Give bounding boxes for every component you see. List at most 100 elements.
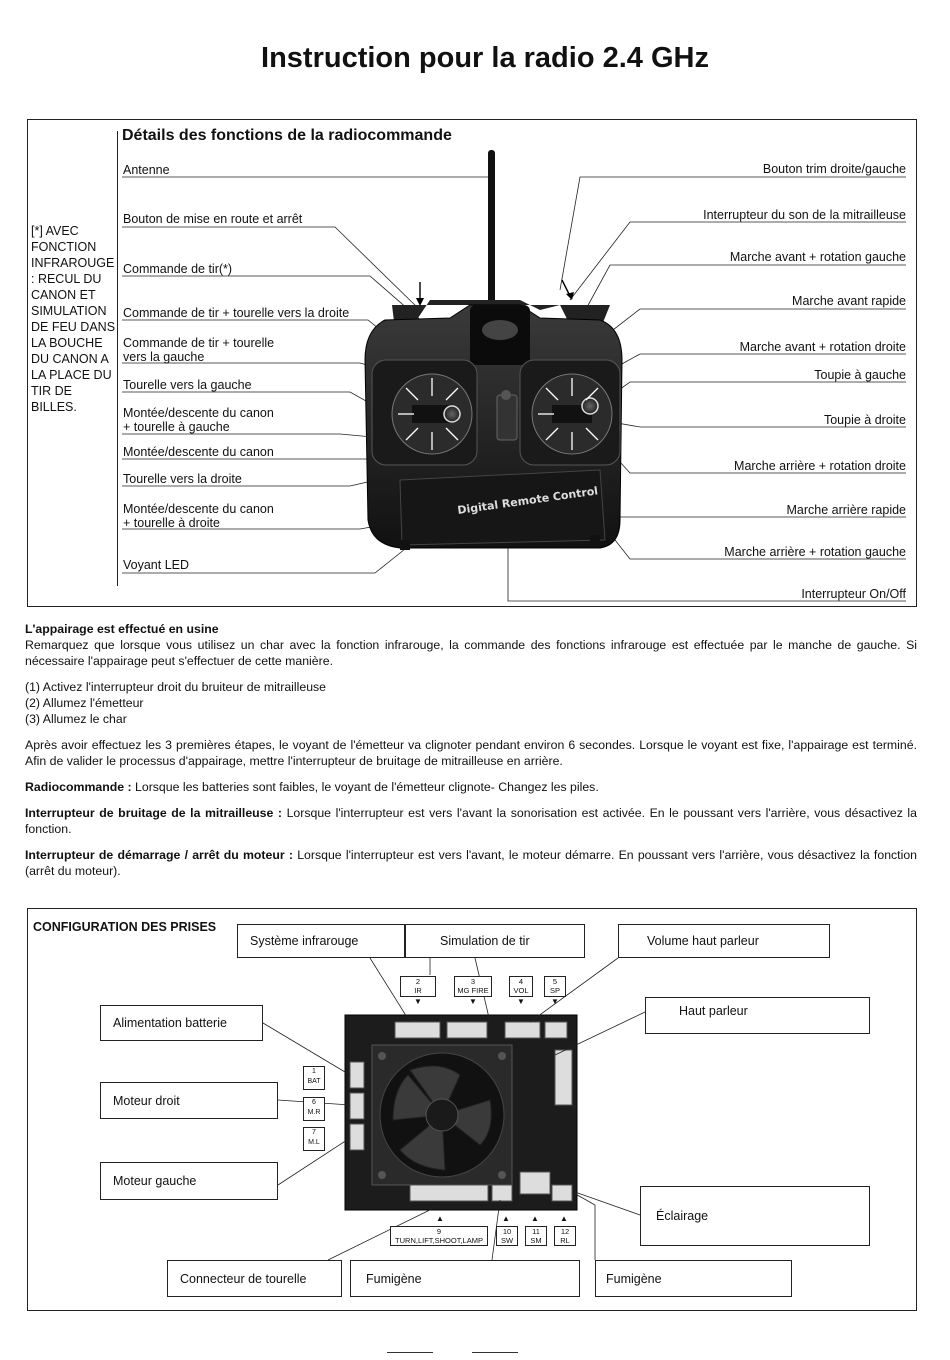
label-on-off: Interrupteur On/Off <box>801 587 906 601</box>
config-box <box>27 908 917 1311</box>
box-battery: Alimentation batterie <box>100 1005 263 1041</box>
box-speaker: Haut parleur <box>645 997 870 1034</box>
step-2: (2) Allumez l'émetteur <box>25 696 144 710</box>
remote-control-image: Digital Remote Control <box>364 150 623 550</box>
engine-text: Lorsque l'interrupteur est vers l'avant,… <box>25 848 918 878</box>
remote-details-box <box>27 119 917 607</box>
footer-rule <box>387 1352 433 1353</box>
box-smoke-2: Fumigène <box>595 1260 792 1297</box>
pin-number: 1 <box>312 1068 316 1075</box>
pin-number: 10 <box>502 1227 512 1236</box>
box-smoke-1: Fumigène <box>350 1260 580 1297</box>
config-leader-lines <box>262 957 646 1261</box>
step-1: (1) Activez l'interrupteur droit du brui… <box>25 680 327 694</box>
box-fire-simulation: Simulation de tir <box>405 924 585 958</box>
label-fwd-right: Marche avant + rotation droite <box>739 340 906 354</box>
label-gun-turret-left: Montée/descente du canon + tourelle à ga… <box>123 406 274 434</box>
pin-name: VOL <box>513 986 529 995</box>
pin-number: 2 <box>415 977 421 986</box>
arrow-up-icon: ▲ <box>531 1214 539 1223</box>
pin-number: 3 <box>470 977 476 986</box>
label-fwd-left: Marche avant + rotation gauche <box>729 250 906 264</box>
pin-name: MG FIRE <box>457 986 489 995</box>
radio-paragraph: Radiocommande : Lorsque les batteries so… <box>25 779 917 795</box>
arrow-up-icon: ▲ <box>560 1214 568 1223</box>
pin-number: 9 <box>436 1227 442 1236</box>
box-infrared: Système infrarouge <box>237 924 405 958</box>
radio-label: Radiocommande : <box>25 780 132 794</box>
label-rev-right: Marche arrière + rotation droite <box>734 459 906 473</box>
label-fire-turret-left: Commande de tir + tourelle vers la gauch… <box>123 336 275 364</box>
arrow-down-icon: ▼ <box>551 997 559 1006</box>
box-right-motor: Moteur droit <box>100 1082 278 1119</box>
box-lighting: Éclairage <box>640 1186 870 1246</box>
footer-rule <box>472 1352 518 1353</box>
pin-number: 12 <box>560 1227 570 1236</box>
pairing-validation-paragraph: Après avoir effectuez les 3 premières ét… <box>25 738 917 768</box>
config-section-title: CONFIGURATION DES PRISES <box>33 920 217 934</box>
pin-name: SM <box>530 1236 542 1245</box>
pin-number: 7 <box>312 1129 316 1136</box>
mg-paragraph: Interrupteur de bruitage de la mitraille… <box>25 805 917 837</box>
infrared-note: [*] AVEC FONCTION INFRAROUGE : RECUL DU … <box>31 224 116 414</box>
remote-section-title: Détails des fonctions de la radiocommand… <box>122 127 452 144</box>
connector-board-image <box>344 1014 578 1211</box>
pin-number: 6 <box>312 1099 316 1106</box>
arrow-down-icon: ▼ <box>469 997 477 1006</box>
pin-number: 4 <box>518 977 524 986</box>
label-fire: Commande de tir(*) <box>123 262 233 276</box>
radio-text: Lorsque les batteries sont faibles, le v… <box>131 780 599 794</box>
label-spin-left: Toupie à gauche <box>814 368 906 382</box>
page-title: Instruction pour la radio 2.4 GHz <box>261 42 709 74</box>
engine-label: Interrupteur de démarrage / arrêt du mot… <box>25 848 293 862</box>
pin-name: BAT <box>307 1078 321 1085</box>
engine-paragraph: Interrupteur de démarrage / arrêt du mot… <box>25 847 917 879</box>
label-led: Voyant LED <box>123 558 190 572</box>
mg-label: Interrupteur de bruitage de la mitraille… <box>25 806 283 820</box>
label-rev-left: Marche arrière + rotation gauche <box>724 545 906 559</box>
label-power-button: Bouton de mise en route et arrêt <box>123 212 303 226</box>
pin-name: RL <box>560 1236 570 1245</box>
pin-name: IR <box>414 986 422 995</box>
pin-number: 11 <box>532 1227 540 1236</box>
pairing-paragraph: Remarquez que lorsque vous utilisez un c… <box>25 638 917 668</box>
pin-name: M.R <box>307 1109 321 1116</box>
label-fwd-fast: Marche avant rapide <box>792 294 906 308</box>
step-3: (3) Allumez le char <box>25 712 127 726</box>
mg-text: Lorsque l'interrupteur est vers l'avant … <box>25 806 917 836</box>
box-turret-connector: Connecteur de tourelle <box>167 1260 342 1297</box>
label-spin-right: Toupie à droite <box>823 413 906 427</box>
box-speaker-volume: Volume haut parleur <box>618 924 830 958</box>
pin-name: TURN,LIFT,SHOOT,LAMP <box>395 1236 483 1245</box>
pin-name: M.L <box>308 1139 320 1146</box>
arrow-down-icon: ▼ <box>517 997 525 1006</box>
pin-name: SW <box>500 1236 514 1245</box>
label-antenne: Antenne <box>123 163 170 177</box>
label-fire-turret-right: Commande de tir + tourelle vers la droit… <box>123 306 350 320</box>
divider <box>117 131 118 586</box>
pin-number: 5 <box>552 977 558 986</box>
label-gun-elevation: Montée/descente du canon <box>123 445 274 459</box>
label-trim: Bouton trim droite/gauche <box>762 162 906 176</box>
arrow-down-icon: ▼ <box>414 997 422 1006</box>
arrow-up-icon: ▲ <box>436 1214 444 1223</box>
label-turret-right: Tourelle vers la droite <box>123 472 242 486</box>
label-gun-turret-right: Montée/descente du canon + tourelle à dr… <box>123 502 274 530</box>
arrow-up-icon: ▲ <box>502 1214 510 1223</box>
label-mg-sound: Interrupteur du son de la mitrailleuse <box>703 208 906 222</box>
label-rev-fast: Marche arrière rapide <box>786 503 907 517</box>
pairing-heading: L'appairage est effectué en usine <box>25 622 219 636</box>
label-turret-left: Tourelle vers la gauche <box>123 378 252 392</box>
